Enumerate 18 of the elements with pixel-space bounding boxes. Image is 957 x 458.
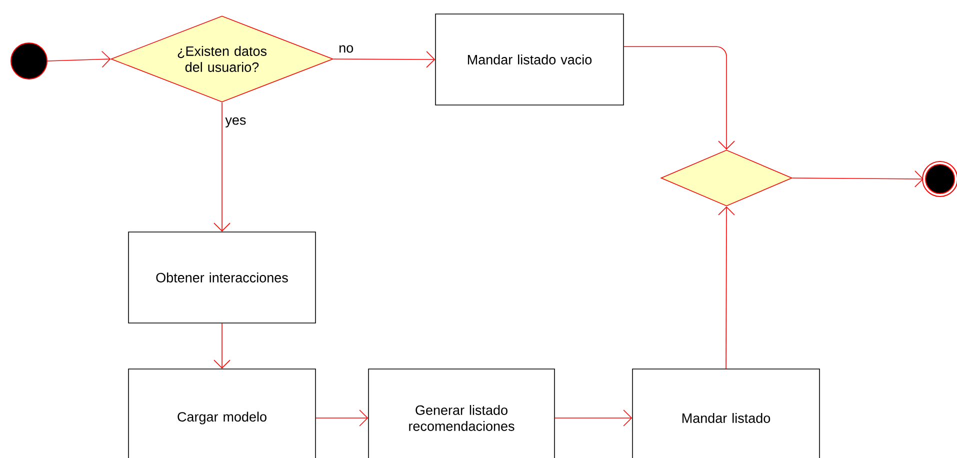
arrow (316, 410, 368, 426)
arrow (792, 170, 924, 188)
arrow (554, 410, 632, 426)
arrow (214, 323, 230, 369)
arrow (333, 51, 436, 68)
arrow (624, 46, 735, 150)
edge-label: yes (225, 117, 246, 128)
start-node (10, 42, 48, 80)
end-node (922, 161, 957, 197)
arrow (718, 206, 735, 369)
process-box: Obtener interacciones (128, 232, 316, 324)
process-box: Mandar listado vacio (435, 14, 624, 106)
process-box: Cargar modelo (128, 368, 316, 458)
process-box: Generar listado recomendaciones (368, 368, 555, 458)
edge-label: no (340, 45, 354, 53)
arrow (214, 102, 230, 232)
arrow (47, 50, 111, 68)
process-box: Mandar listado (632, 368, 820, 458)
